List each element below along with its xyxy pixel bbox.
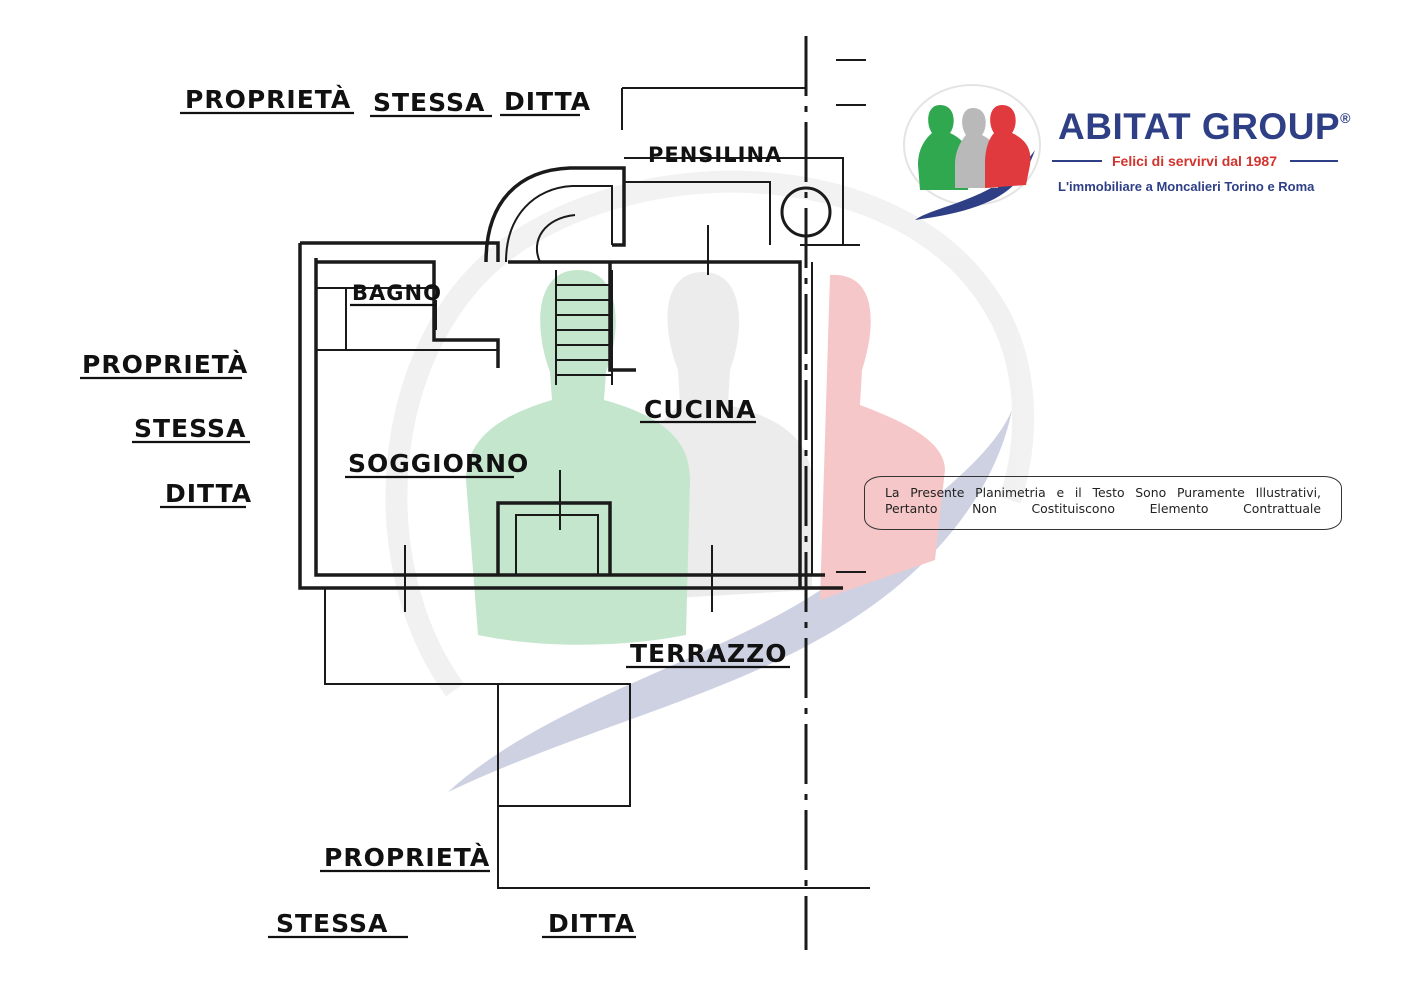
label-pensilina: PENSILINA <box>648 143 782 167</box>
watermark-figure-grey <box>640 272 812 600</box>
registered-mark: ® <box>1340 110 1351 126</box>
label-bagno: BAGNO <box>352 281 442 305</box>
disclaimer-line-2: Pertanto Non Costituiscono Elemento Cont… <box>885 501 1321 516</box>
label-bottom-stessa: STESSA <box>276 909 388 938</box>
watermark <box>385 170 1035 792</box>
floor-plan <box>298 36 870 950</box>
terrace-outline <box>324 588 631 807</box>
brand-rule-right <box>1290 160 1338 162</box>
label-cucina: CUCINA <box>644 395 757 424</box>
brand-tagline: Felici di servirvi dal 1987 <box>1112 153 1277 169</box>
brand-rule-left <box>1052 160 1102 162</box>
label-bottom-proprieta: PROPRIETÀ <box>324 843 490 872</box>
watermark-figure-green <box>466 270 690 645</box>
label-terrazzo: TERRAZZO <box>630 639 788 668</box>
label-left-stessa: STESSA <box>134 414 246 443</box>
spiral-stair <box>484 166 626 263</box>
fireplace <box>496 501 612 575</box>
plan-labels: PROPRIETÀ STESSA DITTA PROPRIETÀ STESSA … <box>80 85 790 939</box>
label-left-proprieta: PROPRIETÀ <box>82 350 248 379</box>
label-soggiorno: SOGGIORNO <box>348 449 529 478</box>
logo-figure-red <box>985 105 1031 188</box>
label-left-ditta: DITTA <box>165 479 252 508</box>
disclaimer-box: La Presente Planimetria e il Testo Sono … <box>864 476 1342 530</box>
brand-subtitle: L'immobiliare a Moncalieri Torino e Roma <box>1058 179 1315 194</box>
outer-wall <box>298 243 843 590</box>
label-top-stessa: STESSA <box>373 88 485 117</box>
watermark-ring <box>385 170 1035 697</box>
brand-logo-icon <box>903 84 1041 220</box>
stair-walls <box>608 262 636 372</box>
brand-name: ABITAT GROUP® <box>1058 106 1351 147</box>
watermark-figure-red <box>820 274 945 600</box>
disclaimer-line-1: La Presente Planimetria e il Testo Sono … <box>885 485 1321 500</box>
canopy <box>624 157 844 245</box>
label-top-ditta: DITTA <box>504 87 591 116</box>
label-bottom-ditta: DITTA <box>548 909 635 938</box>
watermark-swoosh <box>448 410 1012 792</box>
label-top-proprieta: PROPRIETÀ <box>185 85 351 114</box>
